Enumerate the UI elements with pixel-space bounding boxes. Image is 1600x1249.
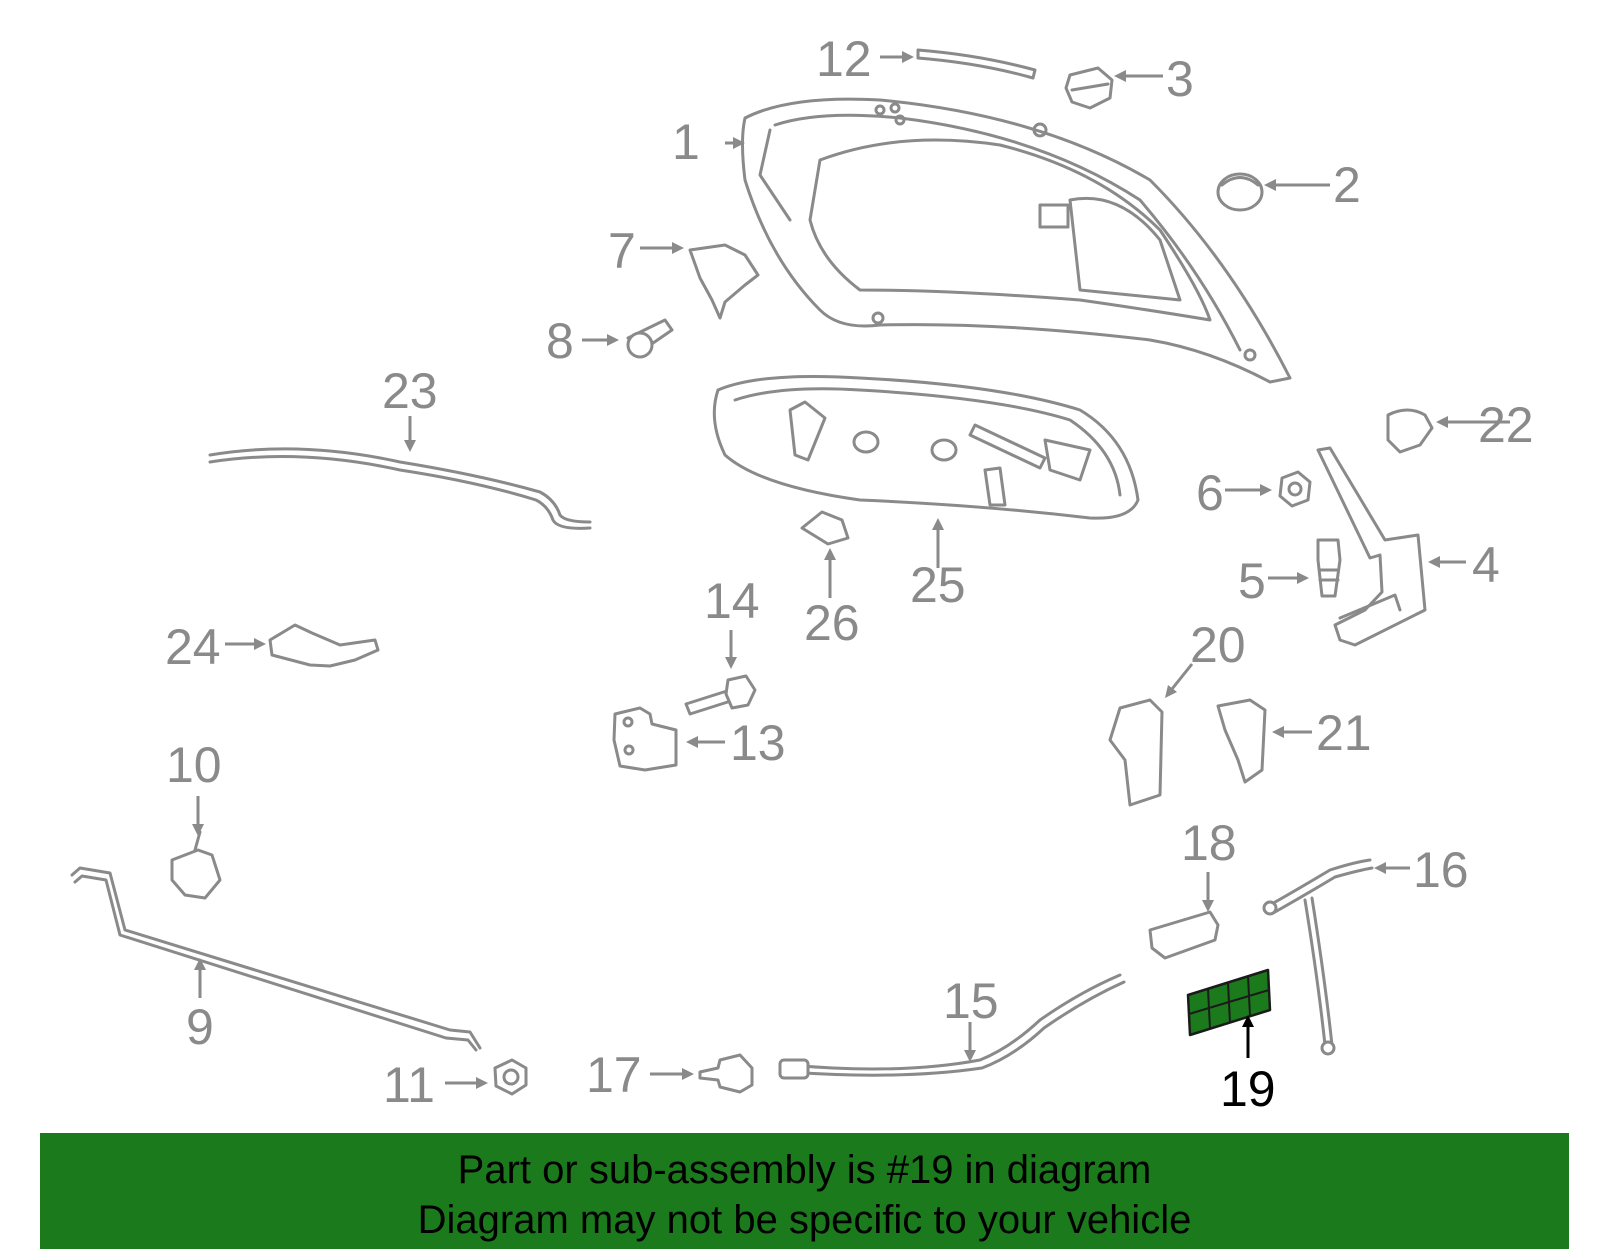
callout-13[interactable]: 13 [730, 715, 786, 771]
part-21-guide[interactable] [1216, 698, 1267, 784]
callout-18[interactable]: 18 [1181, 815, 1237, 871]
part-24-bracket[interactable] [268, 623, 380, 668]
part-11-nut[interactable] [493, 1058, 528, 1096]
part-3-bumper[interactable] [1064, 66, 1114, 110]
part-23-prop-rod[interactable] [208, 447, 592, 530]
callout-10[interactable]: 10 [166, 737, 222, 793]
part-26-clip[interactable] [800, 510, 850, 546]
part-22-cap[interactable] [1386, 408, 1434, 454]
callout-16[interactable]: 16 [1413, 842, 1469, 898]
part-12-weatherstrip[interactable] [916, 48, 1037, 80]
part-15-cable[interactable] [778, 973, 1126, 1080]
callout-12[interactable]: 12 [816, 31, 872, 87]
part-9-rod[interactable] [70, 866, 482, 1052]
part-7-bracket[interactable] [688, 243, 760, 320]
callout-17[interactable]: 17 [586, 1047, 642, 1103]
info-banner: Part or sub-assembly is #19 in diagram D… [40, 1133, 1569, 1249]
callout-3[interactable]: 3 [1166, 51, 1194, 107]
callout-21[interactable]: 21 [1316, 705, 1372, 761]
callout-6[interactable]: 6 [1196, 465, 1224, 521]
part-5-bolt[interactable] [1316, 538, 1342, 598]
part-19-highlighted[interactable] [1186, 968, 1272, 1037]
part-18-clip[interactable] [1148, 910, 1220, 960]
part-16-handle-cable[interactable] [1262, 858, 1374, 1056]
part-20-guide[interactable] [1108, 698, 1164, 807]
callout-23[interactable]: 23 [382, 363, 438, 419]
part-17-grommet[interactable] [698, 1053, 754, 1094]
part-13-latch[interactable] [612, 706, 678, 772]
callout-8[interactable]: 8 [546, 313, 574, 369]
part-10-clip[interactable] [170, 830, 222, 900]
callout-11[interactable]: 11 [383, 1057, 435, 1113]
part-25-insulator[interactable] [712, 375, 1140, 520]
callout-15[interactable]: 15 [943, 973, 999, 1029]
callout-5[interactable]: 5 [1238, 553, 1266, 609]
callout-14[interactable]: 14 [704, 573, 760, 629]
callout-2[interactable]: 2 [1333, 157, 1361, 213]
callout-1[interactable]: 1 [672, 114, 700, 170]
callout-25[interactable]: 25 [910, 557, 966, 613]
banner-line-2: Diagram may not be specific to your vehi… [417, 1198, 1192, 1242]
part-14-bolt[interactable] [684, 674, 757, 716]
part-2-bumper[interactable] [1216, 172, 1264, 212]
callout-24[interactable]: 24 [165, 619, 221, 675]
callout-20[interactable]: 20 [1190, 617, 1246, 673]
part-6-nut[interactable] [1278, 470, 1312, 508]
callout-4[interactable]: 4 [1472, 537, 1500, 593]
banner-line-1: Part or sub-assembly is #19 in diagram [457, 1148, 1152, 1192]
part-1-hood-panel[interactable] [741, 97, 1292, 384]
callout-22[interactable]: 22 [1478, 397, 1534, 453]
callout-7[interactable]: 7 [608, 223, 636, 279]
leader-lines [192, 51, 1510, 1089]
callout-9[interactable]: 9 [186, 999, 214, 1055]
callout-26[interactable]: 26 [804, 595, 860, 651]
part-8-bolt[interactable] [626, 318, 674, 359]
part-4-hinge[interactable] [1316, 446, 1427, 647]
callout-19[interactable]: 19 [1220, 1061, 1276, 1117]
